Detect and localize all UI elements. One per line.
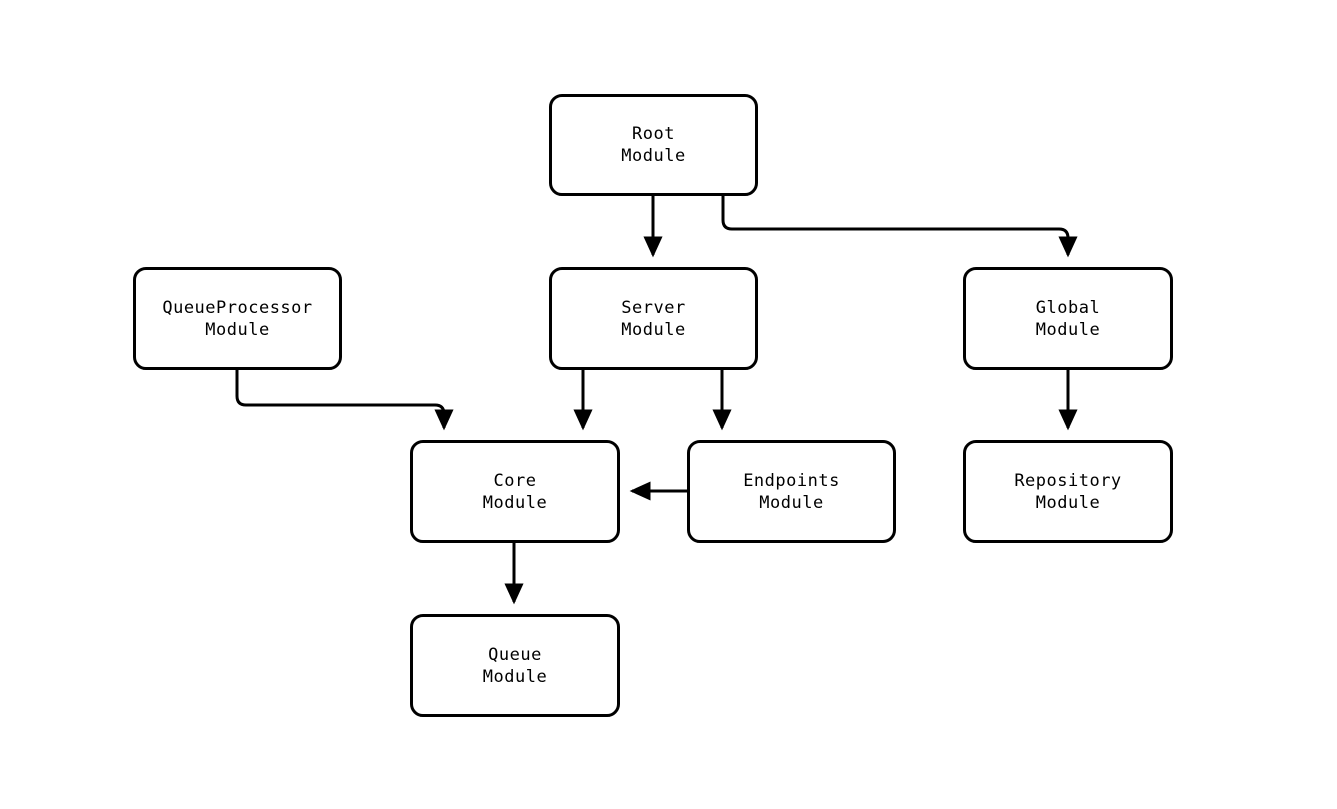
node-queueprocessor[interactable]: QueueProcessor Module: [133, 267, 342, 370]
node-root-label-line1: Root: [632, 124, 675, 144]
node-server-label-line2: Module: [621, 319, 686, 340]
node-repository[interactable]: Repository Module: [963, 440, 1173, 543]
node-repository-label-line1: Repository: [1014, 470, 1122, 491]
node-queue[interactable]: Queue Module: [410, 614, 620, 717]
node-endpoints-label-line2: Module: [759, 492, 824, 513]
node-endpoints[interactable]: Endpoints Module: [687, 440, 896, 543]
edge-queueprocessor-to-core: [235, 370, 454, 431]
node-server-label-line1: Server: [621, 297, 686, 318]
node-core-label-line2: Module: [482, 492, 548, 513]
node-global-label-line1: Global: [1035, 297, 1101, 318]
node-queue-label-line1: Queue: [488, 644, 542, 665]
node-queue-label-line2: Module: [482, 666, 548, 687]
node-global-label-line2: Module: [1035, 319, 1101, 340]
edge-root-to-global: [721, 196, 1078, 258]
node-root-label-line2: Module: [621, 146, 686, 166]
node-server[interactable]: Server Module: [549, 267, 758, 370]
node-endpoints-label-line1: Endpoints: [743, 470, 840, 491]
node-root[interactable]: Root Module: [549, 94, 758, 196]
node-queueprocessor-label-line2: Module: [205, 319, 270, 340]
node-global[interactable]: Global Module: [963, 267, 1173, 370]
node-queueprocessor-label-line1: QueueProcessor: [162, 297, 313, 318]
node-repository-label-line2: Module: [1035, 492, 1101, 513]
node-core-label-line1: Core: [493, 470, 537, 491]
node-core[interactable]: Core Module: [410, 440, 620, 543]
